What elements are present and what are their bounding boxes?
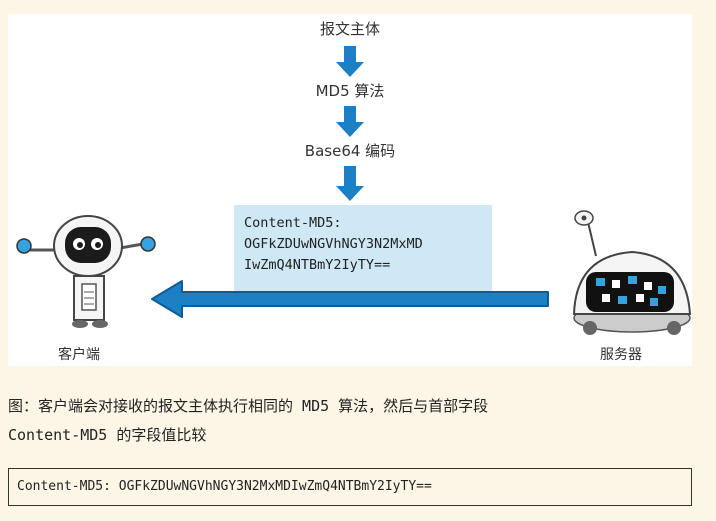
- client-label: 客户端: [58, 347, 100, 363]
- header-value-line1: OGFkZDUwNGVhNGY3N2MxMD: [244, 236, 423, 252]
- step-base64-encoding: Base64 编码: [304, 142, 396, 160]
- diagram-figure: 报文主体 MD5 算法 Base64 编码 Content-MD5: OGFkZ…: [8, 14, 692, 366]
- down-arrow-icon: [336, 106, 364, 137]
- client-robot-icon: [16, 215, 156, 328]
- header-value-line2: IwZmQ4NTBmY2IyTY==: [244, 257, 391, 273]
- caption-line1: 图：客户端会对接收的报文主体执行相同的 MD5 算法，然后与首部字段: [8, 397, 489, 415]
- left-arrow-icon: [151, 280, 549, 318]
- down-arrow-icon: [336, 46, 364, 77]
- step-md5-algorithm: MD5 算法: [315, 82, 385, 100]
- code-block: Content-MD5: OGFkZDUwNGVhNGY3N2MxMDIwZmQ…: [8, 468, 692, 506]
- figure-caption: 图：客户端会对接收的报文主体执行相同的 MD5 算法，然后与首部字段 Conte…: [8, 392, 698, 450]
- server-label: 服务器: [600, 347, 642, 363]
- header-field-name: Content-MD5:: [244, 215, 342, 231]
- caption-line2: Content-MD5 的字段值比较: [8, 426, 207, 444]
- step-message-body: 报文主体: [319, 20, 380, 38]
- content-md5-box: Content-MD5: OGFkZDUwNGVhNGY3N2MxMD IwZm…: [234, 205, 492, 293]
- server-robot-icon: [572, 210, 692, 335]
- down-arrow-icon: [336, 166, 364, 201]
